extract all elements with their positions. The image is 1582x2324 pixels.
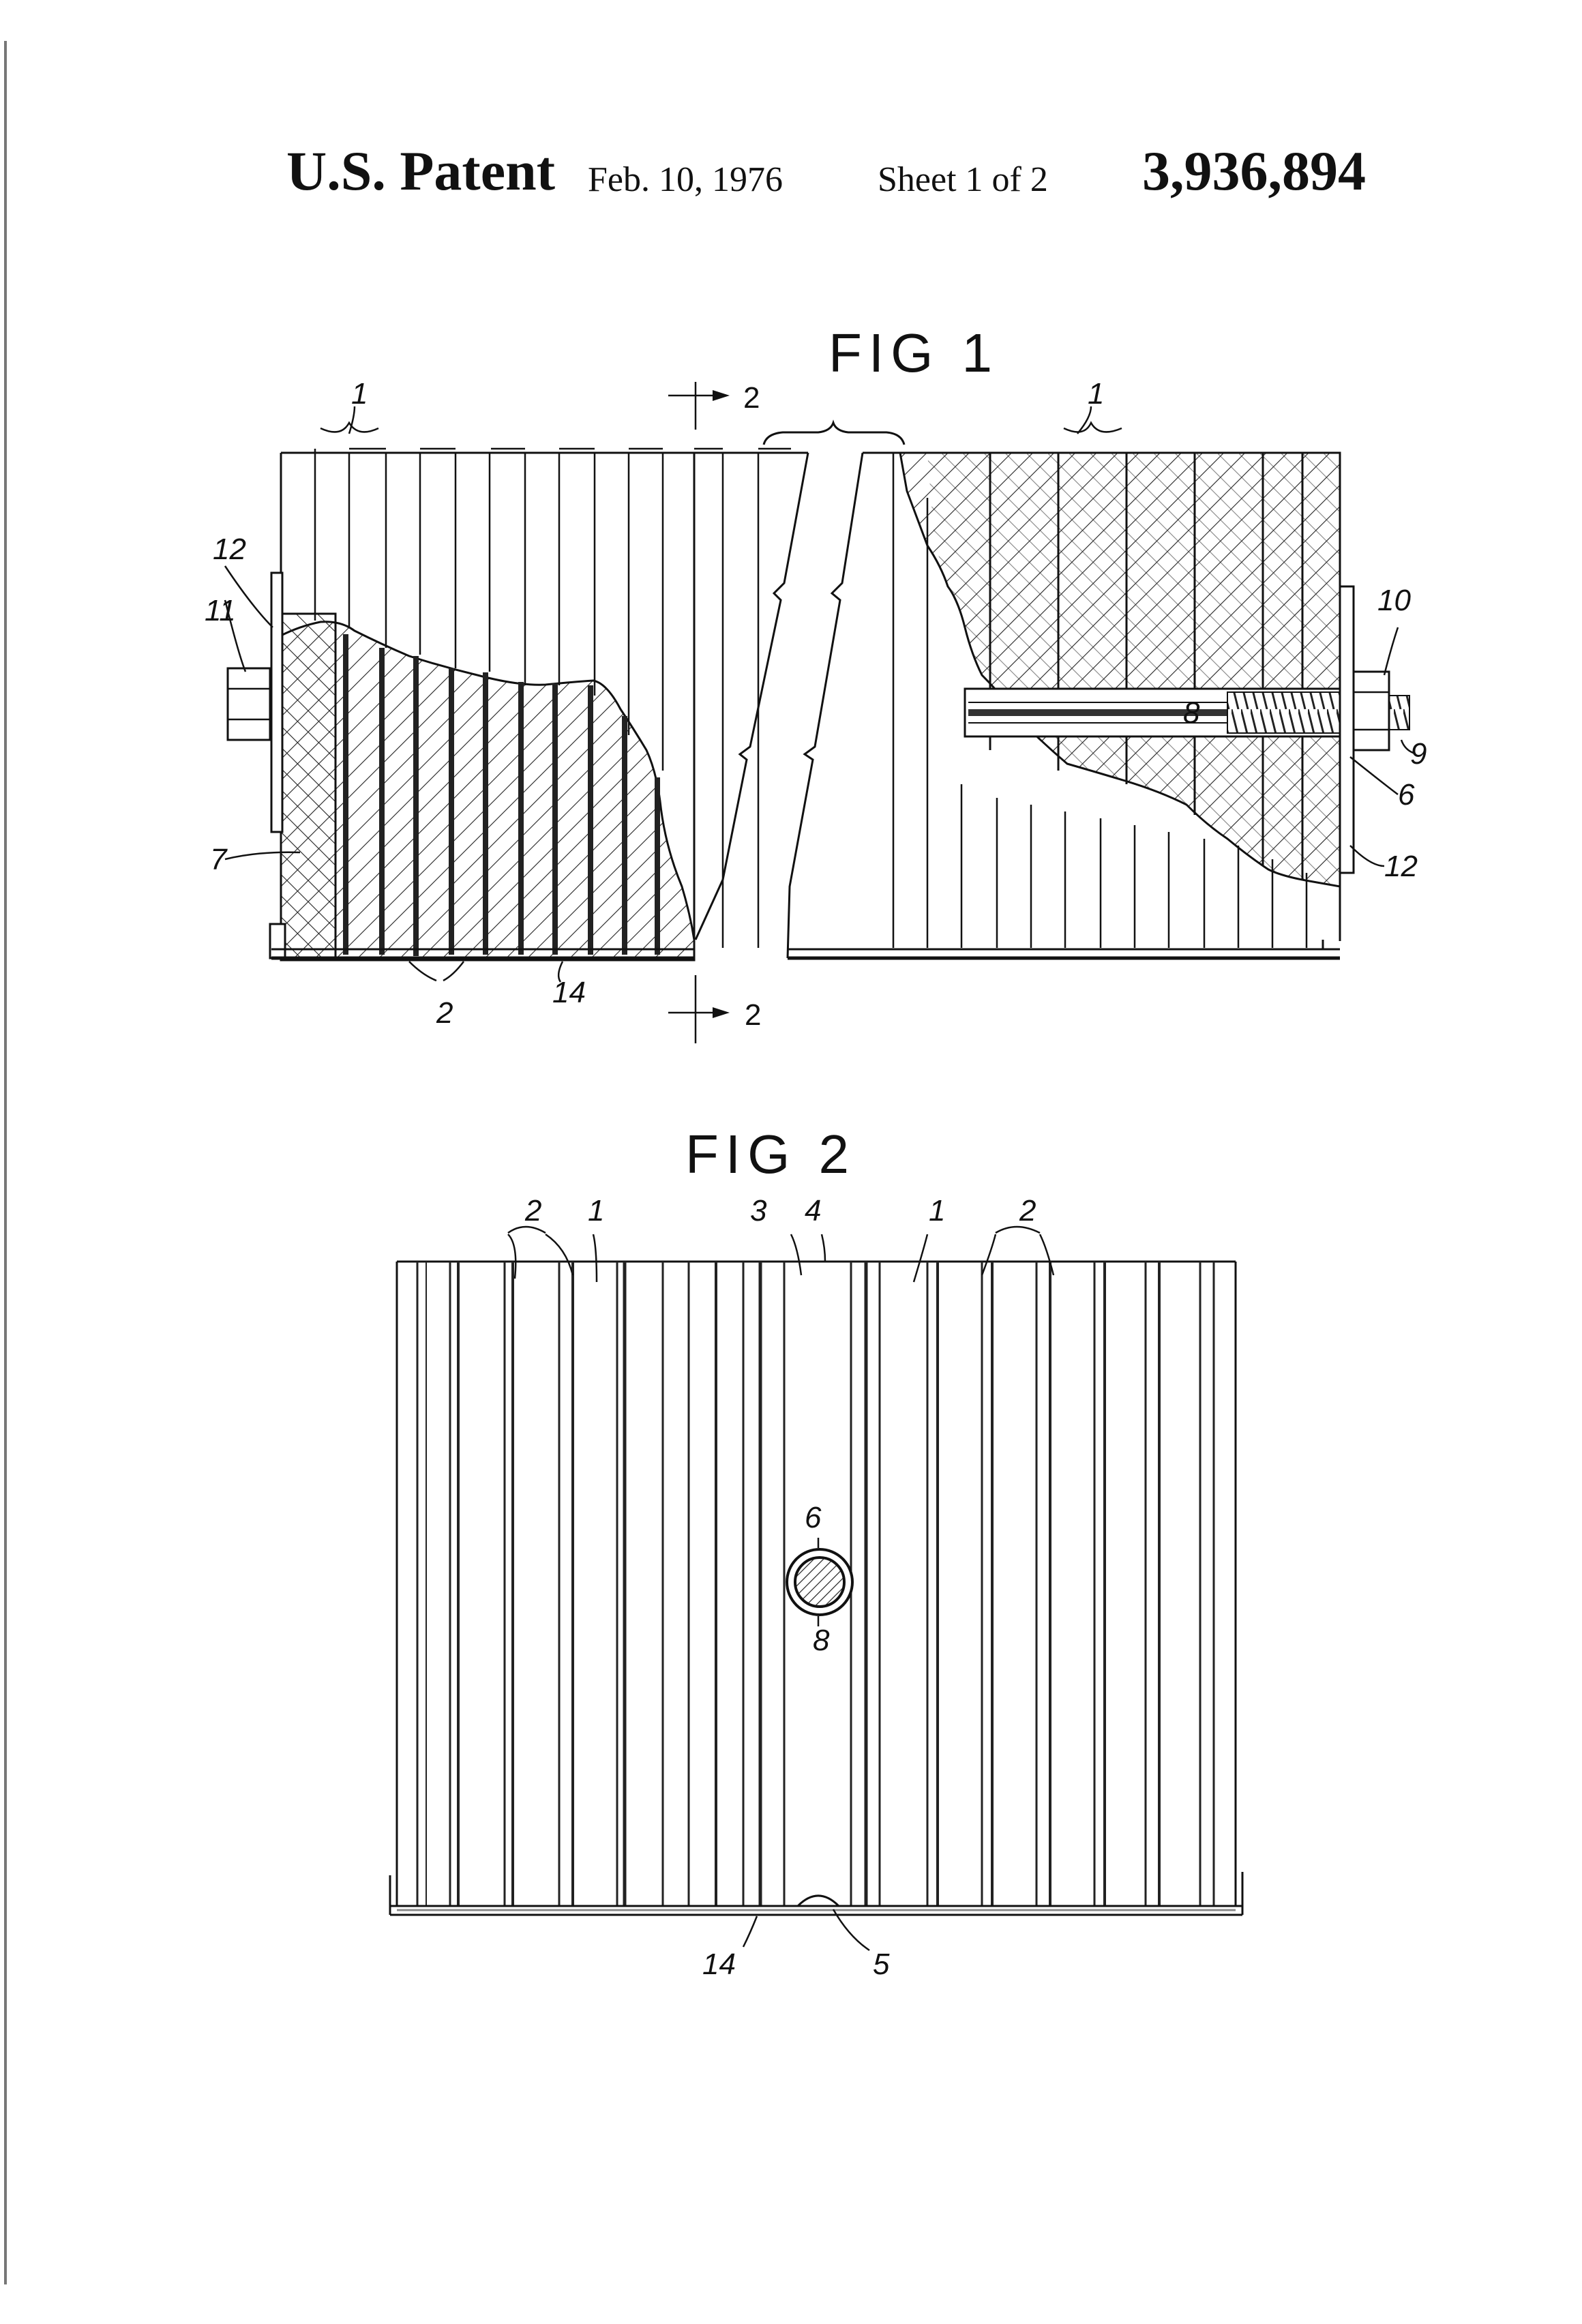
fig2-label-1-right: 1 [929,1194,945,1227]
fig1-label-7: 7 [210,843,228,876]
section-mark-bottom: 2 [745,998,761,1032]
fig2-label-6: 6 [805,1501,822,1534]
fig1-label-14: 14 [552,976,586,1009]
patent-date: Feb. 10, 1976 [588,160,783,199]
fig1-right-plates [892,453,1308,948]
patent-number: 3,936,894 [1142,140,1366,202]
fig1-label-6: 6 [1398,778,1415,811]
fig2-label-4: 4 [805,1194,821,1227]
fig2-label-2-left: 2 [524,1194,541,1227]
fig1: FIG 1 [205,323,1427,1043]
patent-label: U.S. Patent [286,140,556,202]
fig2-rod-8 [794,1556,846,1608]
section-mark-top: 2 [743,381,760,415]
fig2-title: FIG 2 [685,1124,856,1185]
fig1-title: FIG 1 [829,323,999,383]
fig1-right-cutaway-b [927,453,1340,887]
fig2-label-3: 3 [750,1194,767,1227]
fig1-label-1-right: 1 [1088,377,1104,411]
fig2-label-2-right: 2 [1019,1194,1036,1227]
fig1-label-12-left: 12 [213,533,246,566]
fig1-label-10: 10 [1377,584,1411,617]
fig1-label-9: 9 [1410,737,1427,771]
fig2-label-1-left: 1 [588,1194,604,1227]
fig2: FIG 2 [389,1124,1244,1981]
break-brace [762,419,906,445]
fig1-label-12-right: 12 [1384,850,1418,883]
fig1-left-plates [314,453,760,948]
fig2-plates [416,1262,1215,1906]
fig1-label-2: 2 [436,996,453,1030]
fig2-label-8: 8 [813,1624,830,1657]
fig1-label-1-left: 1 [351,377,368,411]
fig2-label-5: 5 [873,1948,890,1981]
fig1-label-11: 11 [205,594,236,627]
sheet-number: Sheet 1 of 2 [878,160,1048,199]
fig1-label-8: 8 [1183,696,1200,730]
fig2-label-14: 14 [702,1948,736,1981]
fig1-left-bands [343,634,660,956]
